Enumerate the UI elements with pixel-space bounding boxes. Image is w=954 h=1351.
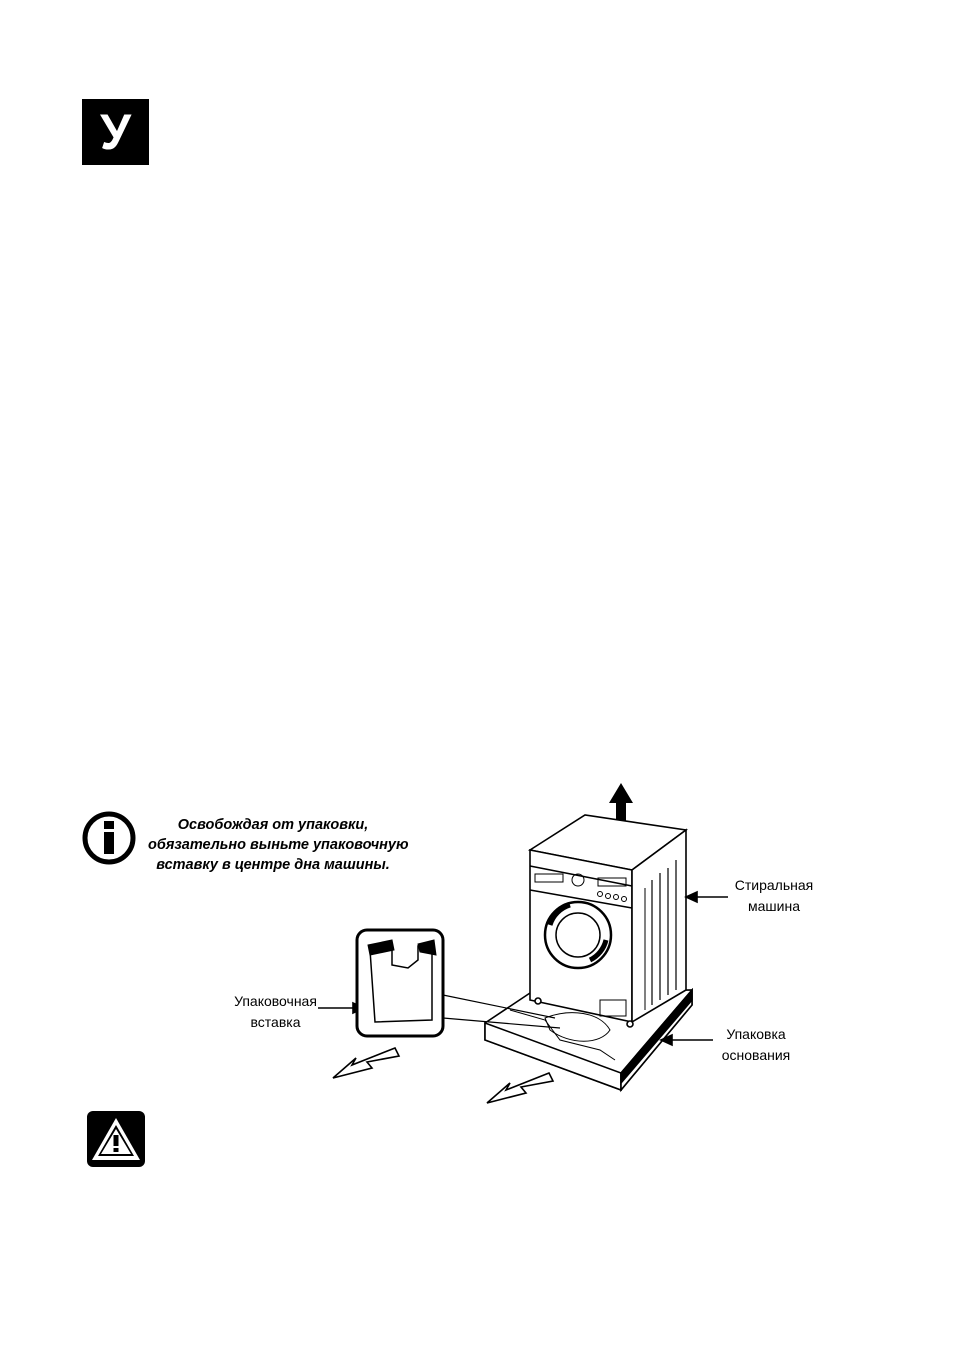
- insert-label: Упаковочная вставка: [228, 991, 323, 1033]
- insert-label-line: Упаковочная: [228, 991, 323, 1012]
- washer-label-line: Стиральная: [728, 875, 820, 896]
- washing-machine: [530, 815, 686, 1027]
- warning-triangle-icon: [86, 1110, 146, 1168]
- insert-label-line: вставка: [228, 1012, 323, 1033]
- base-label-line: Упаковка: [716, 1024, 796, 1045]
- remove-arrows: [333, 1048, 553, 1103]
- washer-label: Стиральная машина: [728, 875, 820, 917]
- base-label: Упаковка основания: [716, 1024, 796, 1066]
- washer-label-line: машина: [728, 896, 820, 917]
- base-label-line: основания: [716, 1045, 796, 1066]
